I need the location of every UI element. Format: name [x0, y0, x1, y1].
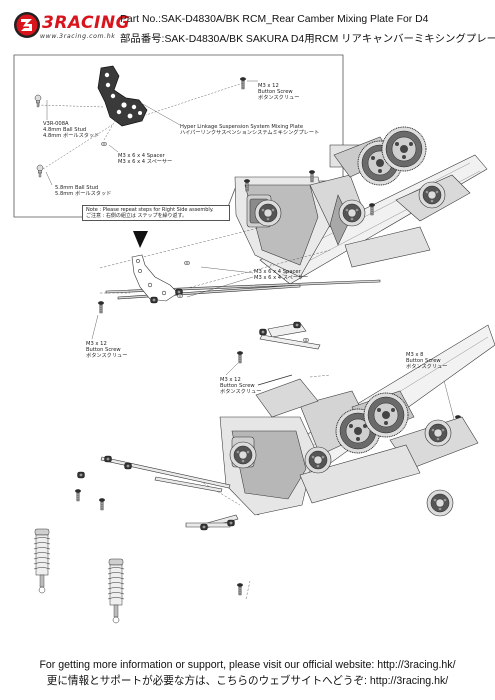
inset-screw-size: M3 x 12: [258, 83, 279, 89]
note-japanese: ご注意 : 右側の組立は ステップを繰り返す。: [86, 213, 187, 220]
upper-spur-gear-rear: [381, 126, 427, 172]
lower-spur-gear-rear: [363, 392, 409, 438]
lower-screw-2: [98, 498, 106, 511]
inset-ballstud-en: 4.8mm Ball Stud: [43, 127, 87, 134]
mid-linkend-2: [293, 321, 301, 329]
upper-m3x12-screw-2: [236, 351, 244, 364]
upper-spacer-1: [183, 260, 191, 266]
inset-plate-en: Hyper Linkage Suspension System Mixing P…: [180, 124, 304, 130]
spacer-callout-en: M3 x 6 x 4 Spacer: [254, 269, 301, 275]
inset-spacer-part: [100, 141, 108, 147]
inset-plate-label: Hyper Linkage Suspension System Mixing P…: [180, 124, 319, 136]
left-screw-type: Button Screw: [86, 347, 121, 354]
logo-wordmark: 3RACING: [42, 13, 131, 33]
assembly-drawing: [13, 54, 495, 624]
inset-ballstud58-label: 5.8mm Ball Stud 5.8mm ボールスタッド: [55, 185, 111, 197]
lower-screw-1: [74, 489, 82, 502]
inset-screw-label: M3 x 12 Button Screw ボタンスクリュー: [258, 83, 299, 102]
upper-m3x12-screw: [97, 301, 105, 314]
left-screw-size: M3 x 12: [86, 341, 107, 347]
right-screw-callout: M3 x 8 Button Screw ボタンスクリュー: [406, 352, 447, 371]
left-screw-jp: ボタンスクリュー: [86, 353, 128, 360]
lower-rear-hub: [426, 489, 454, 517]
lower-linkend-1: [104, 455, 112, 463]
part-number-english: Part No.:SAK-D4830A/BK RCM_Rear Camber M…: [120, 14, 429, 25]
logo-url: www.3racing.com.hk: [40, 33, 116, 40]
mid-spacer: [302, 337, 310, 343]
assembly-note: Note : Please repeat steps for Right Sid…: [82, 205, 230, 221]
note-english: Note : Please repeat steps for Right Sid…: [86, 207, 214, 213]
lower-linkend-3: [77, 471, 85, 479]
lower-gearbox-hub: [424, 419, 452, 447]
footer-japanese: 更に情報とサポートが必要な方は、こちらのウェブサイトへどうぞ: http://3…: [46, 675, 449, 687]
inset-stud58-jp: 5.8mm ボールスタッド: [55, 191, 112, 198]
mid-screw-jp: ボタンスクリュー: [220, 389, 262, 396]
inset-screw-type: Button Screw: [258, 89, 293, 96]
header: 3RACING www.3racing.com.hk Part No.:SAK-…: [12, 9, 495, 45]
lower-linkend-5: [227, 519, 235, 527]
lower-linkend-2: [124, 462, 132, 470]
inset-spacer-label: M3 x 6 x 4 Spacer M3 x 6 x 4 スペーサー: [118, 153, 172, 165]
spacer-callout: M3 x 6 x 4 Spacer M3 x 6 x 4 スペーサー: [254, 269, 308, 281]
upper-linkend-1: [150, 296, 158, 304]
inset-stud58-en: 5.8mm Ball Stud: [55, 185, 99, 191]
right-shock-absorber: [107, 558, 125, 624]
left-screw-callout: M3 x 12 Button Screw ボタンスクリュー: [86, 341, 127, 360]
right-screw-size: M3 x 8: [406, 352, 424, 358]
upper-right-hub: [338, 199, 366, 227]
mid-screw-type: Button Screw: [220, 383, 255, 390]
upper-left-hub: [254, 199, 282, 227]
mid-screw-callout: M3 x 12 Button Screw ボタンスクリュー: [220, 377, 261, 396]
pointer-arrow: [133, 231, 148, 248]
inset-spacer-jp: M3 x 6 x 4 スペーサー: [118, 159, 173, 166]
part-number-japanese: 部品番号:SAK-D4830A/BK SAKURA D4用RCM リアキャンバー…: [120, 34, 495, 45]
upper-spacer-2: [176, 293, 184, 299]
mid-linkend-1: [259, 328, 267, 336]
brand-logo: 3RACING www.3racing.com.hk: [12, 9, 130, 43]
assembly-diagram: M3 x 12 Button Screw ボタンスクリュー V3R-008A 4…: [0, 45, 495, 647]
spacer-callout-jp: M3 x 6 x 4 スペーサー: [254, 275, 309, 282]
inset-ballstud-code: V3R-008A: [43, 121, 69, 127]
inset-ballstud48-label: V3R-008A 4.8mm Ball Stud 4.8mm ボールスタッド: [43, 121, 99, 140]
mid-screw-size: M3 x 12: [220, 377, 241, 383]
inset-plate-jp: ハイパーリンクサスペンションシステムミキシングプレート: [180, 130, 320, 137]
right-screw-type: Button Screw: [406, 358, 441, 365]
right-screw-jp: ボタンスクリュー: [406, 364, 448, 371]
lower-right-hub: [304, 446, 332, 474]
upper-gearbox-hub: [418, 181, 446, 209]
inset-ballstud-jp: 4.8mm ボールスタッド: [43, 133, 100, 140]
footer-english: For getting more information or support,…: [39, 659, 456, 671]
inset-spacer-en: M3 x 6 x 4 Spacer: [118, 153, 165, 159]
lower-linkend-4: [200, 523, 208, 531]
assembled-mixing-plate: [131, 254, 179, 302]
mixing-plate-part: [97, 65, 148, 127]
lower-left-hub: [229, 441, 257, 469]
lower-screw-3: [236, 583, 244, 596]
footer: For getting more information or support,…: [0, 657, 495, 693]
brand-emblem-icon: [14, 12, 40, 38]
left-shock-absorber: [33, 528, 51, 594]
inset-screw-jp: ボタンスクリュー: [258, 95, 300, 102]
